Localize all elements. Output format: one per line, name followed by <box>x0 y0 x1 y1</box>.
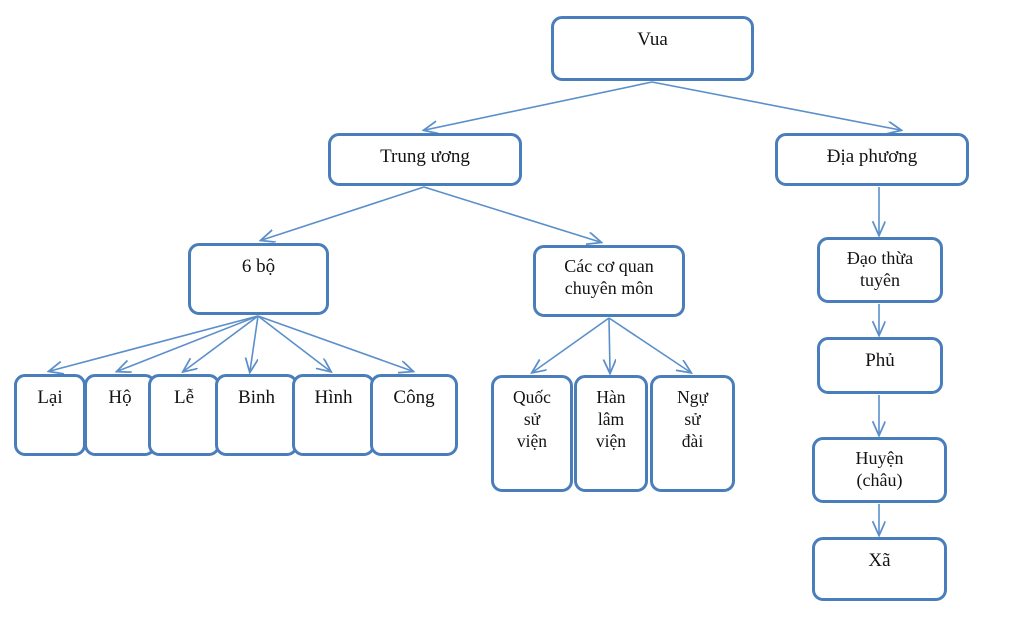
node-vua[interactable]: Vua <box>551 16 754 81</box>
node-quocsu[interactable]: Quốc sử viện <box>491 375 573 492</box>
node-coquan[interactable]: Các cơ quan chuyên môn <box>533 245 685 317</box>
node-ho[interactable]: Hộ <box>84 374 156 456</box>
connector-saubo-to-lai <box>50 315 259 371</box>
node-hanlam[interactable]: Hàn lâm viện <box>574 375 648 492</box>
node-trunguong[interactable]: Trung ương <box>328 133 522 186</box>
node-cong[interactable]: Công <box>370 374 458 456</box>
node-diaphuong[interactable]: Địa phương <box>775 133 969 186</box>
node-xa[interactable]: Xã <box>812 537 947 601</box>
connector-saubo-to-hinh <box>257 315 330 371</box>
node-binh[interactable]: Binh <box>215 374 298 456</box>
connector-saubo-to-cong <box>257 315 412 371</box>
node-le[interactable]: Lễ <box>148 374 220 456</box>
connector-coquan-to-hanlam <box>609 317 610 372</box>
connector-vua-to-diaphuong <box>651 81 900 130</box>
node-ngusu[interactable]: Ngự sử đài <box>650 375 735 492</box>
connector-saubo-to-ho <box>118 315 259 371</box>
node-phu[interactable]: Phủ <box>817 337 943 394</box>
connector-saubo-to-le <box>184 315 259 371</box>
connector-vua-to-trunguong <box>425 81 653 130</box>
node-saubo[interactable]: 6 bộ <box>188 243 329 315</box>
node-huyen[interactable]: Huyện (châu) <box>812 437 947 503</box>
node-hinh[interactable]: Hình <box>292 374 375 456</box>
connector-saubo-to-binh <box>250 315 259 371</box>
node-lai[interactable]: Lại <box>14 374 86 456</box>
connector-coquan-to-ngusu <box>608 317 690 372</box>
connector-trunguong-to-coquan <box>423 186 600 242</box>
node-dao[interactable]: Đạo thừa tuyên <box>817 237 943 303</box>
connector-coquan-to-quocsu <box>533 317 610 372</box>
connector-trunguong-to-saubo <box>262 186 425 240</box>
